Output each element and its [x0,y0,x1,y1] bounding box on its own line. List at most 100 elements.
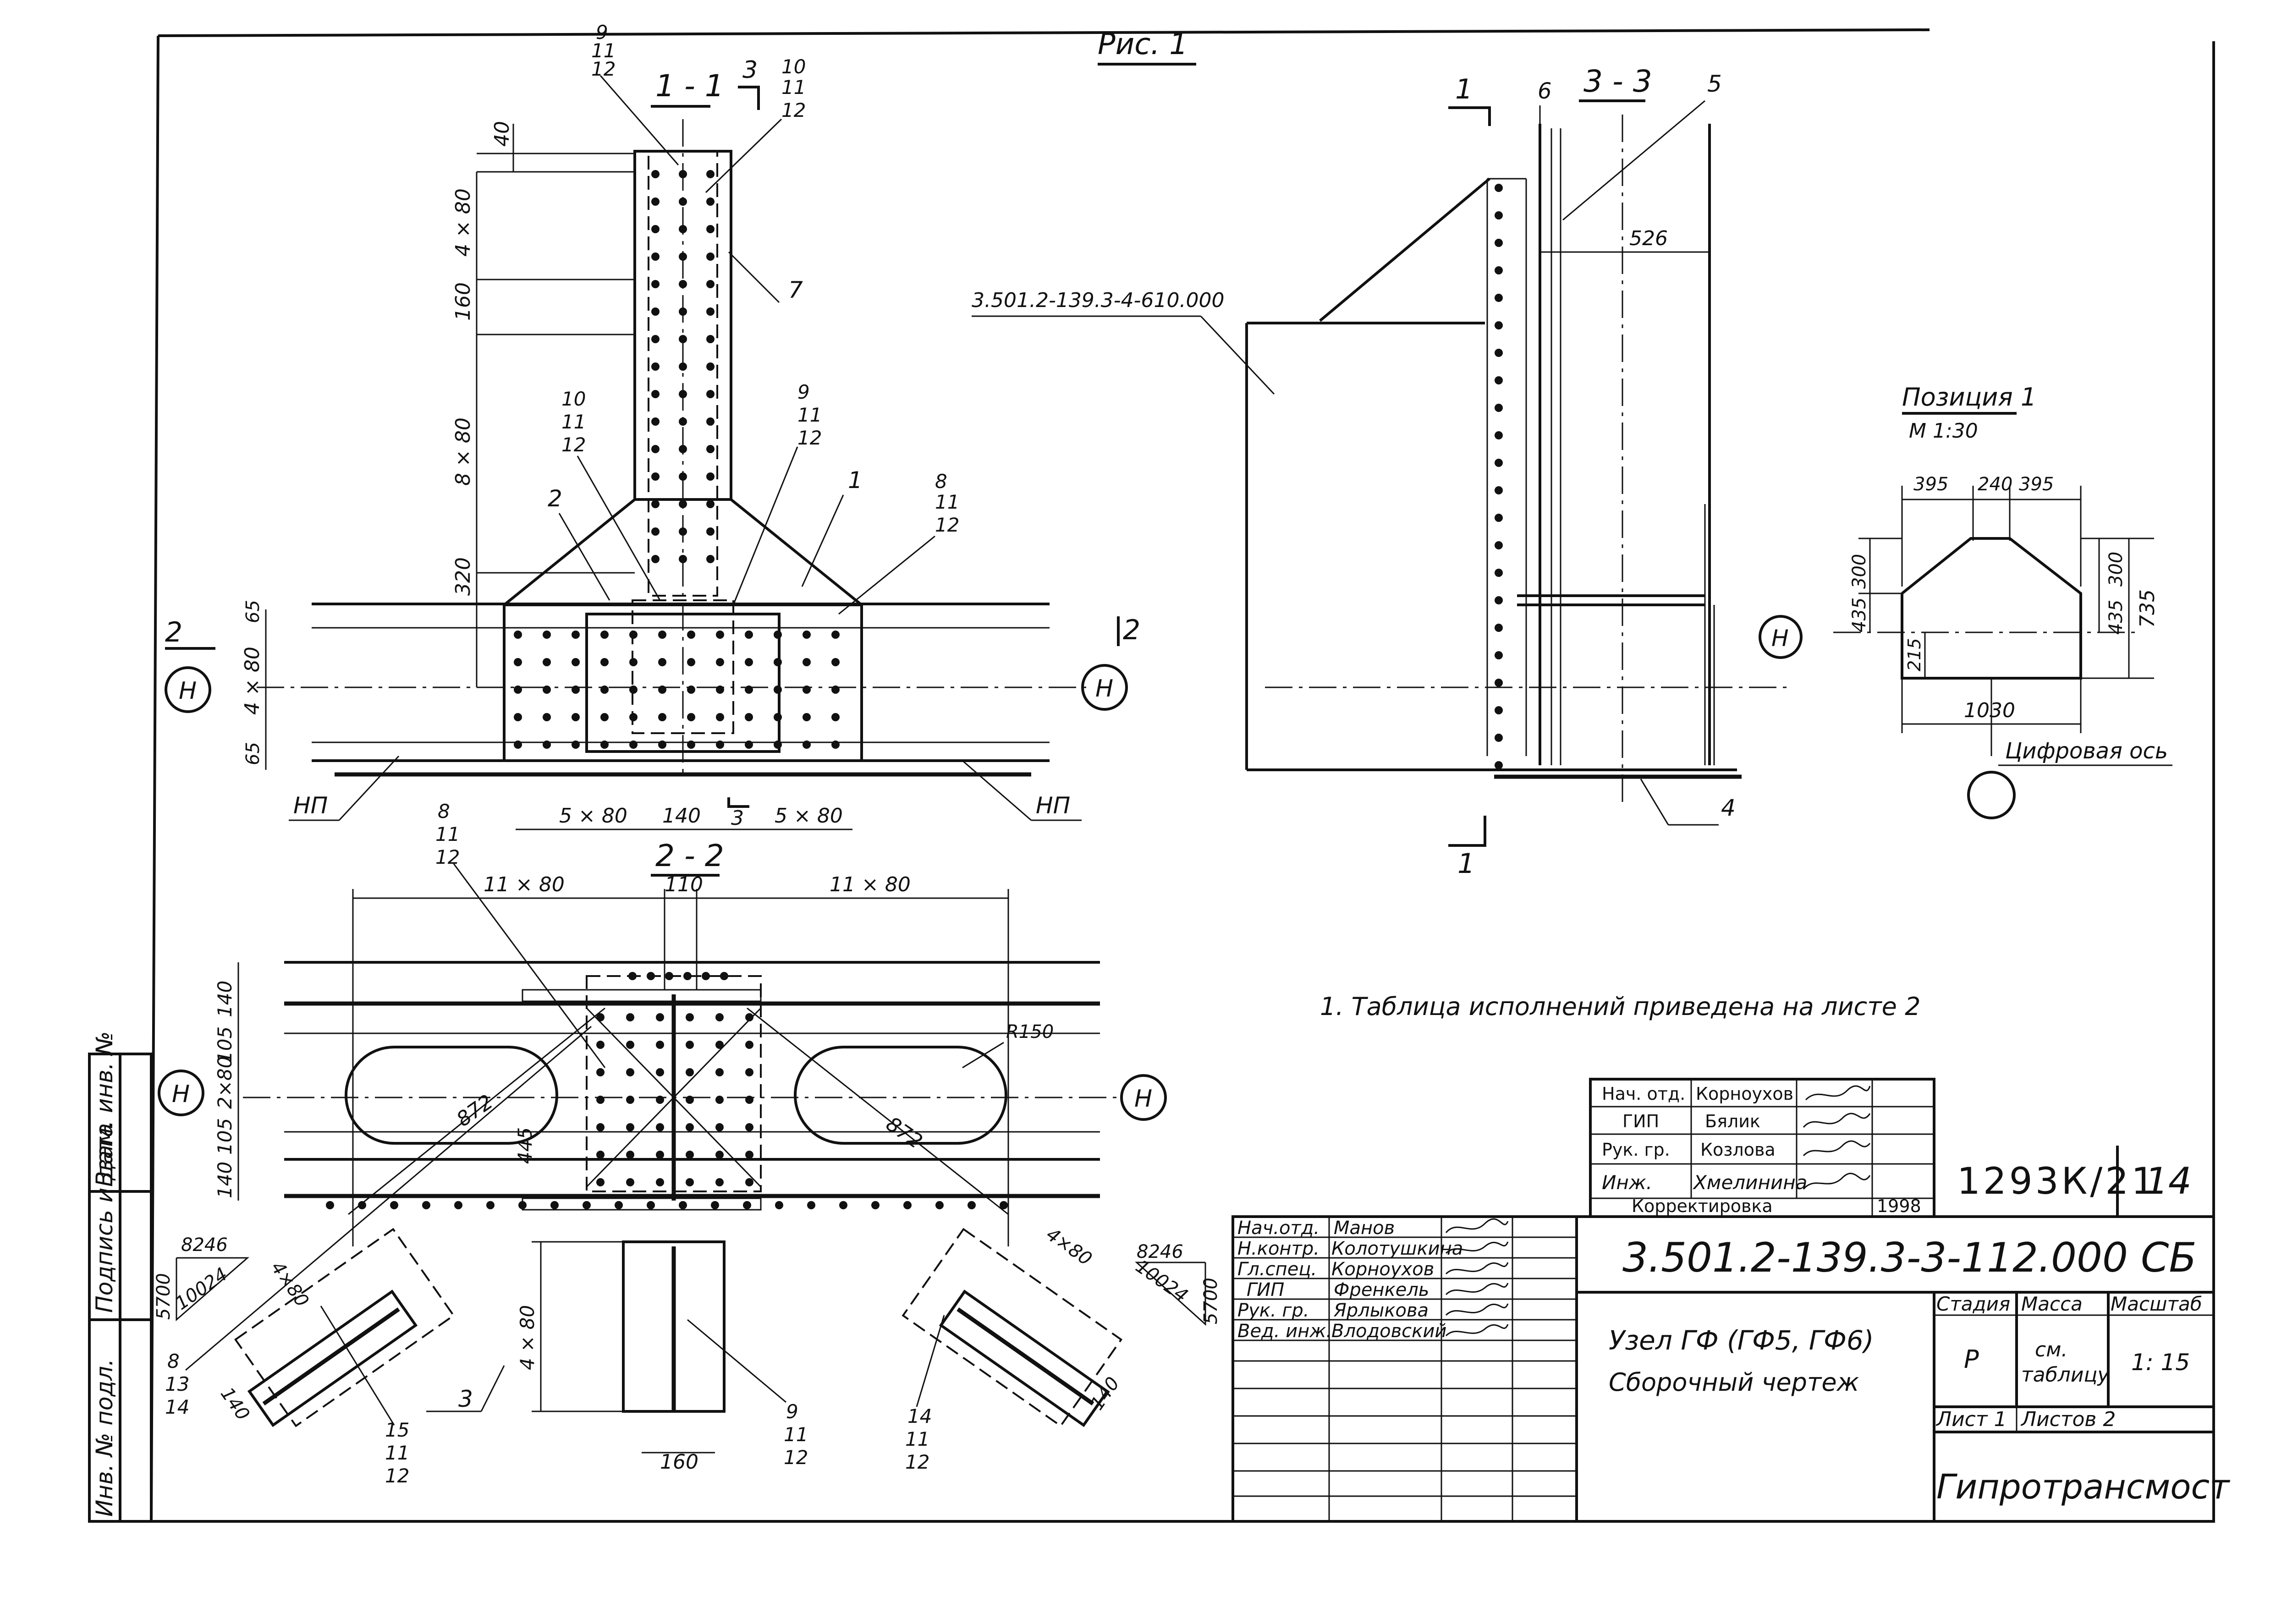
bolt [686,1123,694,1131]
bolt [454,1201,462,1209]
sheet-number: 14 [2145,1160,2192,1202]
bolt [626,1013,634,1021]
bolt [716,658,724,666]
dim-320: 320 [451,557,475,596]
bolt [1495,596,1503,604]
cut-1-bottom: 1 [1457,848,1475,880]
callout-12-c: 12 [561,433,586,456]
bolt [651,390,660,398]
bolt [626,1151,634,1159]
bolt [1495,294,1503,302]
bolt [651,362,660,371]
bolt [615,1201,623,1209]
slope-5700-right: 5700 [1200,1278,1221,1324]
pos-dim-300-right: 300 [2106,552,2127,587]
tb-role-3: Гл.спец. [1237,1259,1317,1280]
callout-11-e: 11 [935,491,959,513]
view-2-2: 11 × 80 110 11 × 80 872 872 R150 445 140… [153,800,1221,1487]
title-line-2: Сборочный чертеж [1609,1368,1859,1397]
side-sign-date: Подпись и дата [91,1123,118,1313]
dim-140-a: 140 [662,804,701,828]
bolt [1495,541,1503,549]
bolt [1495,706,1503,714]
bolt [745,741,753,749]
callout-12-g: 12 [385,1465,409,1487]
bolt [1495,239,1503,247]
bolt [626,1178,634,1186]
callout-2: 2 [548,485,562,512]
callout-11-a: 11 [591,39,616,62]
bolt [679,555,687,563]
bolt [679,390,687,398]
bolt [651,170,660,178]
axis-marker-pos-label: Н [1771,625,1789,652]
designation: 3.501.2-139.3-3-112.000 СБ [1622,1234,2197,1281]
bolt [935,1201,944,1209]
axis-marker-right [1081,664,1128,711]
bolt [647,972,655,980]
header-scale: Масштаб [2111,1293,2202,1315]
dim-140-brace-left: 140 [216,1383,253,1424]
dim-4x80-brace-right: 4×80 [1042,1224,1095,1270]
np-label-right: НП [1036,792,1070,819]
bolt [651,555,660,563]
pos-dim-215: 215 [1904,638,1924,671]
callout-11-c: 11 [561,411,586,433]
dim-65-bot: 65 [242,742,264,765]
pos-dim-395-right: 395 [2019,474,2054,495]
bolt [626,1123,634,1131]
bolt [1495,734,1503,742]
bolt [807,1201,815,1209]
callout-5: 5 [1707,71,1722,97]
bolt [706,198,715,206]
bolt [651,225,660,233]
bolt [706,527,715,536]
bolt [716,631,724,639]
callout-9-c: 9 [786,1400,798,1423]
bolt [745,631,753,639]
bolt [706,362,715,371]
side-inv-repl: Взам. инв. № [91,1031,118,1187]
tb-name-1: Манов [1334,1218,1395,1239]
dim-65-top: 65 [242,600,264,623]
callout-15: 15 [385,1419,409,1441]
pos-dim-435-right: 435 [2106,600,2127,635]
bolt [1495,349,1503,357]
bolt [651,307,660,316]
mass-line-1: см. [2035,1338,2067,1361]
axis-marker-left-label: Н [179,677,197,705]
bolt [543,741,551,749]
bolt [706,170,715,178]
bolt [514,631,522,639]
bolt [596,1013,605,1021]
bolt [596,1123,605,1131]
bolt [831,631,840,639]
stage-value: Р [1964,1345,1979,1374]
bolt [656,1151,664,1159]
title-block: Нач.отд. Манов Н.контр. Колотушкина Гл.с… [1231,1215,2230,1523]
dim-872-right: 872 [882,1112,927,1153]
bolt [572,741,580,749]
bolt [596,1041,605,1049]
doc-code: 1293К/21 [1957,1160,2157,1202]
dim-40: 40 [490,121,514,147]
bolt [679,472,687,481]
bolt [803,686,811,694]
pos-dim-1030: 1030 [1964,699,2015,722]
bolt [706,500,715,508]
dim-8x80-a: 8 × 80 [451,417,475,486]
bolt [656,1178,664,1186]
section-label-2-2: 2 - 2 [655,838,724,873]
dim-4x80-a: 4 × 80 [451,188,475,257]
position-1-detail: Позиция 1 М 1:30 395 240 395 300 435 300… [1759,383,2172,819]
callout-12-b: 12 [781,99,806,121]
bolt [656,1096,664,1104]
dim-11x80-right: 11 × 80 [830,873,911,896]
bolt [715,1041,724,1049]
bolt [651,472,660,481]
bolt [679,225,687,233]
callout-9-a: 9 [596,21,608,44]
corr-name-3: Козлова [1700,1140,1776,1160]
bolt [543,658,551,666]
callout-12-d: 12 [797,427,822,449]
